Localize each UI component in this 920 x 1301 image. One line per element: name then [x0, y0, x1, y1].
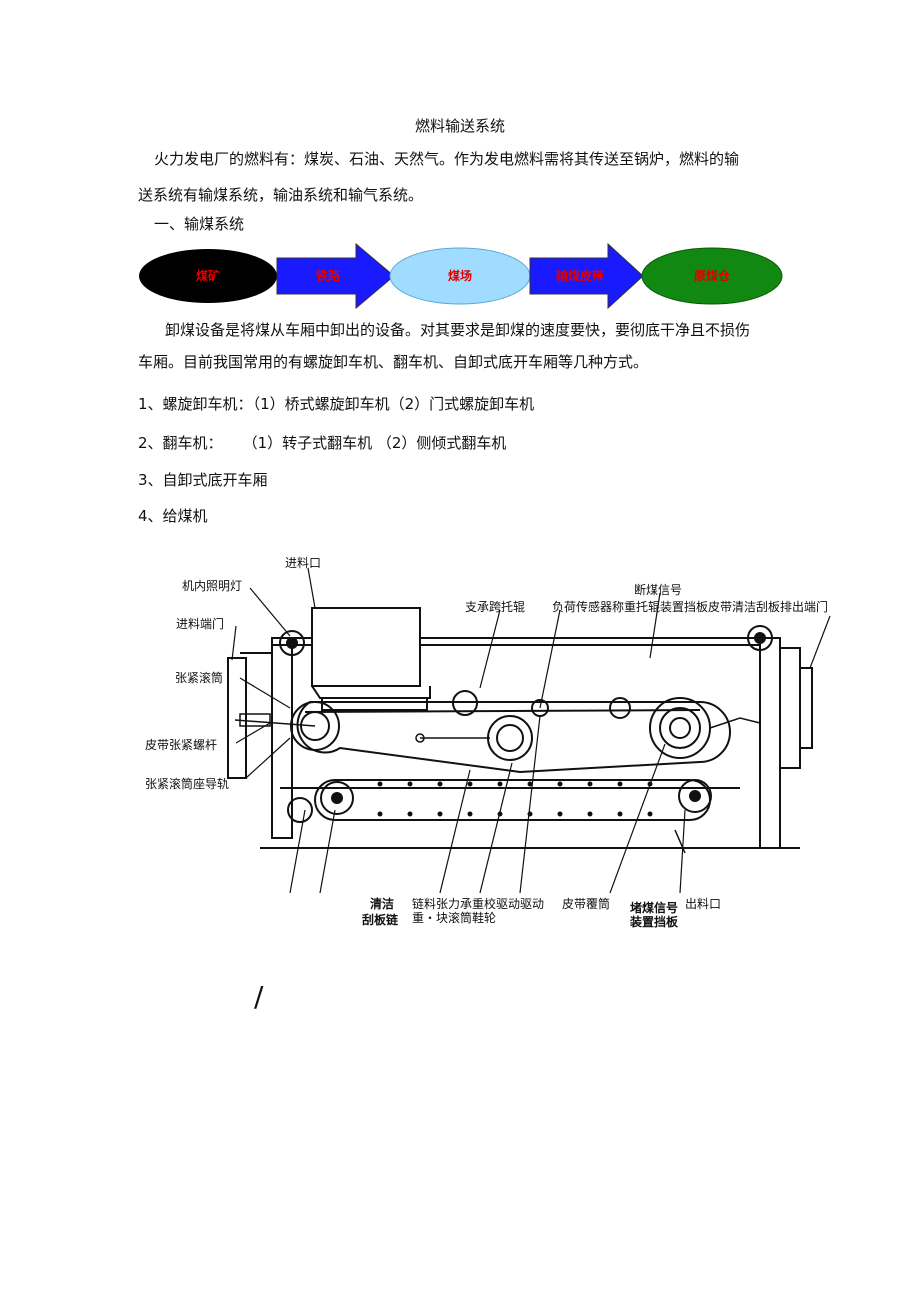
- label-tension-drum: 张紧滚筒: [175, 670, 223, 685]
- leader-lines: [231, 567, 831, 894]
- tension-screw: [234, 713, 761, 854]
- section-heading: 一、输煤系统: [154, 215, 245, 233]
- para-line-1: 卸煤设备是将煤从车厢中卸出的设备。对其要求是卸煤的速度要快，要彻底干净且不损伤: [165, 321, 751, 339]
- list-detail: （1）转子式翻车机 （2）侧倾式翻车机: [242, 434, 507, 452]
- inlet-hopper: [311, 607, 431, 711]
- label-inlet: 进料口: [285, 556, 321, 570]
- label-drum-seat-rail: 张紧滚筒座导轨: [145, 776, 229, 791]
- chain-links: [377, 781, 653, 817]
- list-item: 1、螺旋卸车机：（1）桥式螺旋卸车机（2）门式螺旋卸车机: [138, 393, 534, 414]
- flow-node-bunker: [641, 247, 783, 305]
- list-text: 给煤机: [162, 507, 208, 525]
- label-outlet: 出料口: [685, 897, 721, 911]
- label-tension-screw: 皮带张紧螺杆: [145, 738, 217, 752]
- flow-label-yard: 煤场: [448, 268, 472, 283]
- coal-flow-diagram: 煤矿 铁路 煤场 输煤皮带 原煤仓: [138, 240, 784, 312]
- list-number: 3、: [138, 471, 163, 489]
- label-break-signal: 断煤信号: [634, 582, 682, 597]
- lamp-icon: [279, 625, 773, 656]
- flow-label-belt: 输煤皮带: [556, 268, 604, 283]
- list-number: 2、: [138, 434, 163, 452]
- flow-label-mine: 煤矿: [196, 268, 220, 283]
- label-top-row: 负荷传感器称重托辊装置挡板皮带清洁刮板排出端门: [552, 599, 828, 614]
- page-title: 燃料输送系统: [414, 117, 505, 135]
- flow-label-rail: 铁路: [316, 268, 341, 283]
- list-text: 自卸式底开车厢: [162, 471, 268, 489]
- list-item: 2、翻车机： （1）转子式翻车机 （2）侧倾式翻车机: [138, 432, 506, 453]
- label-bottom-c: 皮带覆筒: [562, 896, 610, 911]
- coal-feeder-diagram: 进料口 机内照明灯 进料端门 张紧滚筒 皮带张紧螺杆 张紧滚筒座导轨 断煤信号 …: [140, 548, 860, 936]
- label-inlet-door: 进料端门: [176, 616, 224, 631]
- flow-node-mine: [139, 249, 277, 303]
- list-number: 1、: [138, 395, 163, 413]
- label-support-idler: 支承跨托辊: [465, 600, 525, 614]
- list-text: 螺旋卸车机：: [162, 395, 253, 413]
- label-bottom-d2: 装置挡板: [629, 914, 679, 929]
- list-detail: （1）桥式螺旋卸车机（2）门式螺旋卸车机: [252, 395, 535, 413]
- intro-line-1: 火力发电厂的燃料有：煤炭、石油、天然气。作为发电燃料需将其传送至锅炉，燃料的输: [154, 150, 740, 168]
- scraper-chain: [287, 779, 712, 823]
- label-bottom-a2: 刮板链: [362, 912, 399, 927]
- list-item: 3、自卸式底开车厢: [138, 469, 268, 490]
- label-bottom-b2: 重・块滚筒鞋轮: [412, 910, 496, 925]
- label-bottom-d: 堵煤信号: [630, 900, 678, 915]
- flow-arrow-rail: [276, 242, 395, 310]
- para-line-2: 车厢。目前我国常用的有螺旋卸车机、翻车机、自卸式底开车厢等几种方式。: [138, 353, 649, 371]
- flow-arrow-belt: [529, 242, 644, 310]
- stray-mark: /: [254, 980, 264, 1013]
- conveyor-belt: [290, 690, 731, 774]
- list-text: 翻车机：: [162, 434, 223, 452]
- label-bottom-b: 链料张力承重校驱动驱动: [412, 896, 544, 911]
- flow-label-bunker: 原煤仓: [694, 268, 731, 283]
- label-lamp: 机内照明灯: [182, 579, 242, 593]
- list-number: 4、: [138, 507, 163, 525]
- label-bottom-a: 清洁: [370, 896, 394, 911]
- intro-line-2: 送系统有输煤系统，输油系统和输气系统。: [138, 186, 424, 204]
- list-item: 4、给煤机: [138, 505, 208, 526]
